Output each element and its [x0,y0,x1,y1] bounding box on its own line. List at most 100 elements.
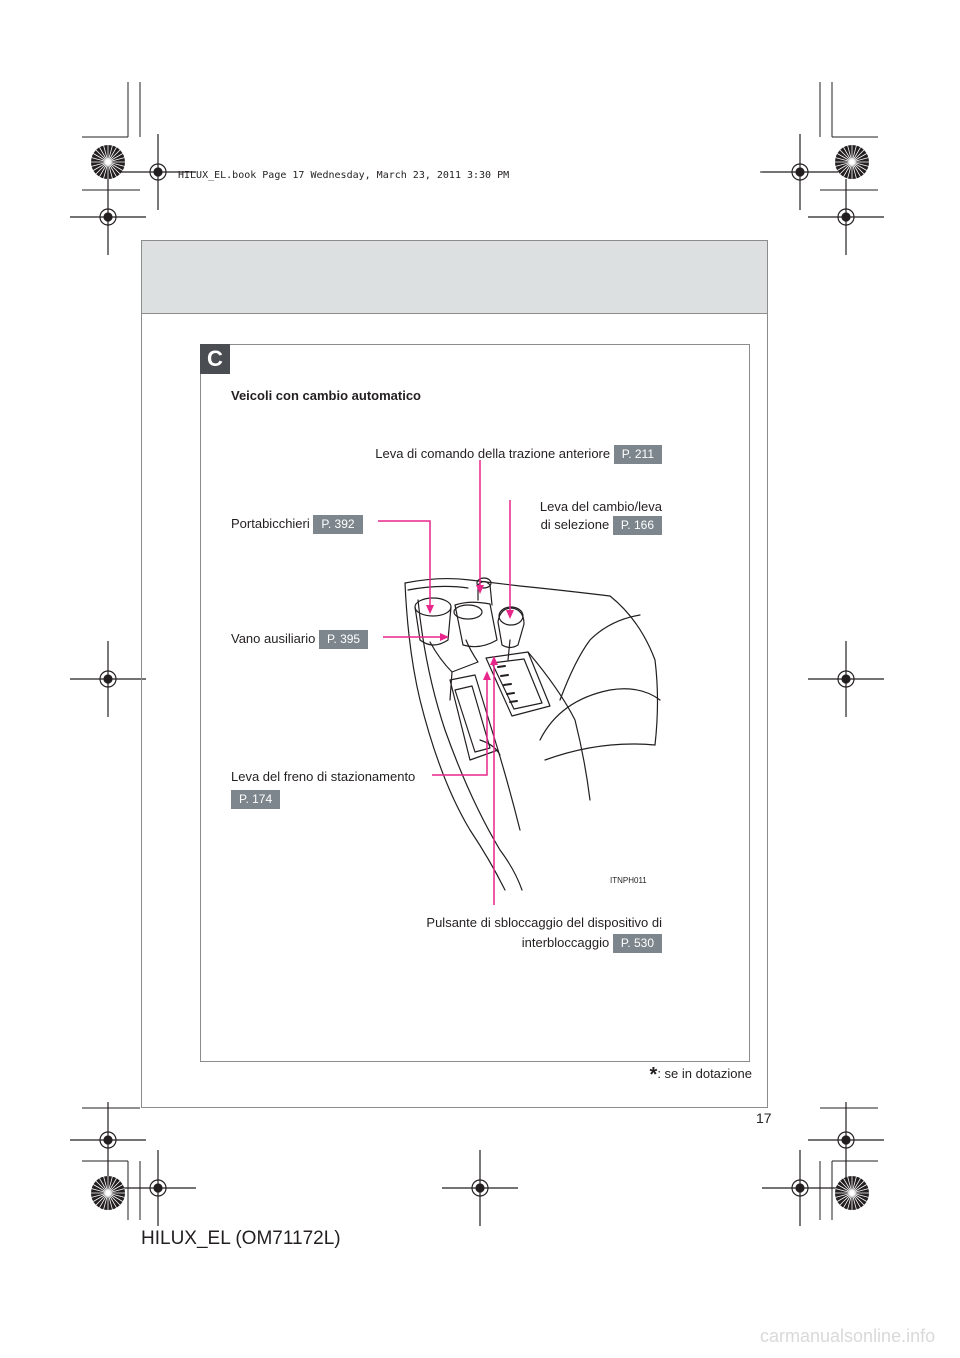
sunburst-ray [835,161,853,167]
footnote: *: se in dotazione [650,1064,752,1087]
sunburst-ray [93,153,109,163]
page-ref-badge[interactable]: P. 395 [318,630,369,649]
sunburst-ray [837,1184,853,1194]
sunburst-ray [837,1192,853,1202]
sunburst-ray [851,1192,867,1202]
sunburst-ray [851,153,867,163]
sunburst-ray [851,161,867,171]
sunburst-ray [107,1192,117,1208]
sunburst-ray [851,1188,869,1194]
sunburst-ray [91,157,109,163]
sunburst-ray [107,1188,125,1194]
sunburst-ray [851,1184,867,1194]
sunburst-ray [93,161,109,171]
page-ref-badge[interactable]: P. 166 [612,516,662,535]
sunburst-ray [107,153,123,163]
page-frame [141,240,768,1108]
watermark: carmanualsonline.info [760,1326,936,1346]
footnote-text: : se in dotazione [657,1066,752,1081]
sunburst-ray [851,147,861,163]
page-ref-badge[interactable]: P. 211 [613,445,662,464]
sunburst-ray [851,161,861,177]
sunburst-ray [93,1184,109,1194]
page-ref-badge[interactable]: P. 174 [231,790,281,809]
callout-shift-lever: Leva del cambio/leva di selezione P. 166 [540,498,662,535]
sunburst-ray [99,147,109,163]
sunburst-ray [835,157,853,163]
sunburst-ray [847,161,853,179]
section-title: Veicoli con cambio automatico [231,388,421,403]
sunburst-ray [107,1176,113,1194]
sunburst-ray [107,145,113,163]
sunburst-ray [99,1178,109,1194]
sunburst-ray [851,149,865,163]
page-ref-badge[interactable]: P. 530 [612,934,662,953]
sunburst-ray [851,161,857,179]
sunburst-ray [107,149,121,163]
callout-parking-brake: Leva del freno di stazionamento P. 174 [231,766,415,810]
sunburst-ray [851,1180,865,1194]
callout-aux-box: Vano ausiliario P. 395 [231,630,369,649]
sunburst-ray [103,1176,109,1194]
sunburst-ray [91,161,109,167]
sunburst-ray [107,161,121,175]
sunburst-ray [851,1192,861,1208]
page-number: 17 [756,1110,772,1126]
sunburst-ray [107,1180,121,1194]
sunburst-ray [95,1180,109,1194]
sunburst-ray [99,1192,109,1208]
section-box [200,344,750,1062]
sunburst-ray [107,1184,123,1194]
callout-label: interbloccaggio [521,935,610,950]
sunburst-ray [107,161,123,171]
sunburst-ray [837,161,853,171]
callout-label: Leva del freno di stazionamento [231,769,416,784]
figure-code: ITNPH011 [610,876,647,885]
sunburst-ray [839,149,853,163]
sunburst-ray [835,1192,853,1198]
sunburst-ray [843,147,853,163]
sunburst-ray [851,157,869,163]
sunburst-ray [835,1188,853,1194]
header-band [142,241,767,314]
callout-label: Pulsante di sbloccaggio del dispositivo … [426,915,662,930]
sunburst-ray [107,147,117,163]
sunburst-ray [851,1192,857,1210]
sunburst-ray [103,1192,109,1210]
sunburst-ray [107,157,125,163]
sunburst-ray [851,1178,861,1194]
sunburst-ray [843,161,853,177]
sunburst-ray [99,161,109,177]
sunburst-ray [107,1192,121,1206]
sunburst-ray [851,145,857,163]
footnote-star: * [649,1064,658,1086]
callout-front-drive-lever: Leva di comando della trazione anteriore… [375,445,662,464]
sunburst-ray [851,161,865,175]
sunburst-ray [95,1192,109,1206]
page-ref-badge[interactable]: P. 392 [313,515,363,534]
callout-label: Portabicchieri [231,516,310,531]
sunburst-ray [95,149,109,163]
sunburst-ray [91,1192,109,1198]
sunburst-ray [95,161,109,175]
sunburst-ray [93,1192,109,1202]
sunburst-ray [839,1180,853,1194]
book-print-info: HILUX_EL.book Page 17 Wednesday, March 2… [178,170,510,181]
sunburst-ray [839,161,853,175]
sunburst-ray [851,1192,865,1206]
sunburst-ray [837,153,853,163]
sunburst-ray [851,1192,869,1198]
section-tab: C [200,344,230,374]
model-code: HILUX_EL (OM71172L) [141,1228,341,1249]
callout-cup-holders: Portabicchieri P. 392 [231,515,363,534]
sunburst-ray [107,1192,123,1202]
callout-label: Leva di comando della trazione anteriore [375,446,611,461]
sunburst-ray [107,161,117,177]
sunburst-ray [851,1176,857,1194]
sunburst-ray [103,145,109,163]
callout-label: di selezione [540,517,610,532]
sunburst-ray [107,1178,117,1194]
sunburst-ray [847,1192,853,1210]
